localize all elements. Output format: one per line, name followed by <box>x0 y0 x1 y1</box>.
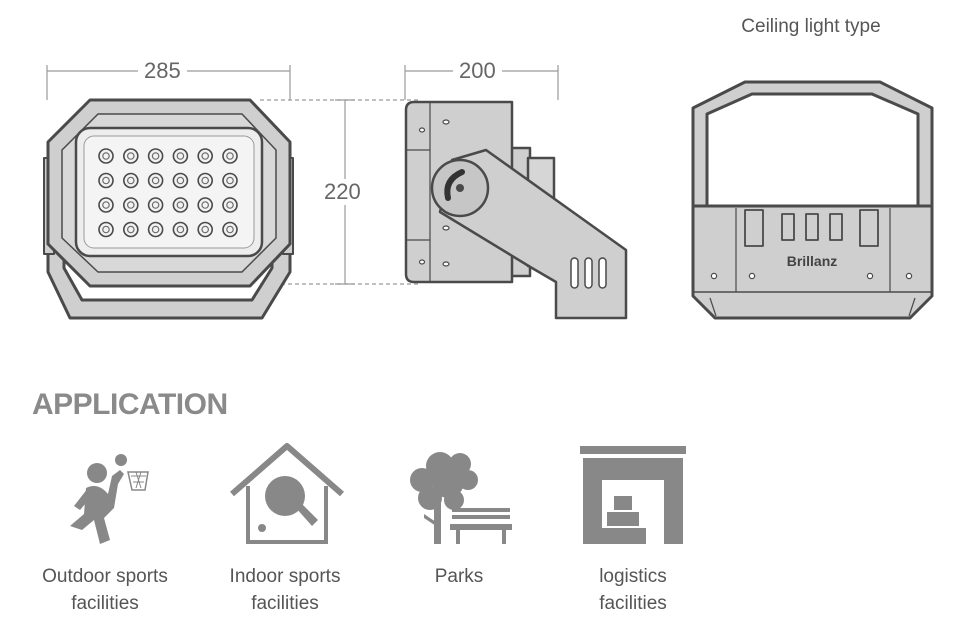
led <box>172 148 189 164</box>
led-core <box>176 201 185 209</box>
led <box>123 221 139 238</box>
warehouse-icon <box>580 446 686 544</box>
led <box>172 197 189 213</box>
led-core <box>201 176 210 185</box>
led-core <box>226 176 234 185</box>
led-core <box>102 225 110 234</box>
led-core <box>201 152 210 160</box>
led <box>172 172 189 189</box>
side-view <box>404 100 628 320</box>
led-core <box>127 152 135 160</box>
tree-bench-icon <box>410 452 512 544</box>
led <box>147 221 164 238</box>
width-dimension: 285 <box>138 58 187 84</box>
led-array <box>98 148 238 238</box>
led <box>222 172 238 189</box>
led <box>197 148 213 164</box>
led <box>222 197 238 213</box>
led-core <box>102 152 110 160</box>
caption-logistics: logistics facilities <box>548 563 718 617</box>
ceiling-type-title: Ceiling light type <box>741 16 881 37</box>
led-core <box>102 201 110 209</box>
ceiling-view: Brillanz <box>691 80 934 320</box>
led <box>147 197 164 213</box>
table-tennis-house-icon <box>230 443 344 544</box>
led <box>98 221 114 238</box>
led-core <box>127 176 135 185</box>
led-core <box>176 176 185 185</box>
caption-line: facilities <box>599 593 667 614</box>
led-core <box>226 201 234 209</box>
caption-parks: Parks <box>374 563 544 590</box>
caption-outdoor-sports: Outdoor sports facilities <box>20 563 190 617</box>
led <box>123 148 139 164</box>
led-core <box>151 201 160 209</box>
led <box>123 172 139 189</box>
application-title: APPLICATION <box>32 388 228 421</box>
basketball-player-icon <box>70 454 149 544</box>
led <box>147 172 164 189</box>
caption-line: Parks <box>434 566 484 587</box>
led <box>197 221 213 238</box>
height-dimension: 220 <box>318 179 367 205</box>
led-core <box>127 225 135 234</box>
led-core <box>151 176 160 185</box>
led <box>98 197 114 213</box>
ceiling-handle <box>691 80 934 212</box>
led <box>123 197 139 213</box>
led-core <box>151 152 160 160</box>
depth-dimension: 200 <box>453 58 502 84</box>
led <box>98 148 114 164</box>
caption-line: Outdoor sports <box>42 566 168 587</box>
led-core <box>102 176 110 185</box>
led <box>147 148 164 164</box>
led <box>222 148 238 164</box>
led-core <box>226 225 234 234</box>
ceiling-logo: Brillanz <box>787 253 838 269</box>
led <box>172 221 189 238</box>
caption-line: Indoor sports <box>229 566 341 587</box>
led-core <box>176 225 185 234</box>
led-core <box>151 225 160 234</box>
led-core <box>127 201 135 209</box>
caption-line: facilities <box>251 593 319 614</box>
front-view <box>43 98 294 320</box>
led <box>98 172 114 189</box>
led-core <box>201 201 210 209</box>
caption-indoor-sports: Indoor sports facilities <box>200 563 370 617</box>
led-core <box>226 152 234 160</box>
led-core <box>176 152 185 160</box>
led <box>222 221 238 238</box>
led-core <box>201 225 210 234</box>
caption-line: facilities <box>71 593 139 614</box>
led <box>197 197 213 213</box>
led <box>197 172 213 189</box>
caption-line: logistics <box>599 566 667 587</box>
